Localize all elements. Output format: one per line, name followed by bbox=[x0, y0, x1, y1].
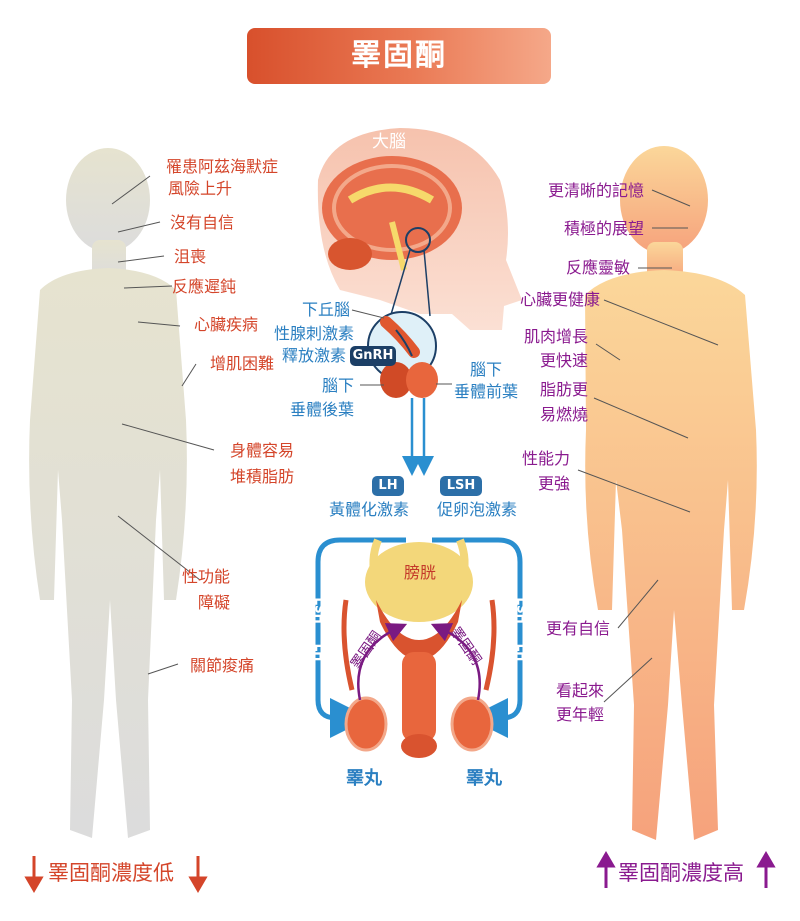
pituitary-to-testes-arrows bbox=[402, 398, 434, 476]
right-effect: 更年輕 bbox=[555, 705, 604, 724]
anterior-pituitary-label: 垂體前葉 bbox=[454, 382, 519, 401]
testis-right-label: 睪丸 bbox=[466, 768, 502, 789]
hypothalamus-label: 下丘腦 bbox=[301, 300, 350, 319]
lh-badge: LH bbox=[372, 476, 404, 496]
right-effect: 看起來 bbox=[555, 681, 604, 700]
right-effect: 更有自信 bbox=[545, 619, 610, 638]
left-leader-lines bbox=[111, 175, 215, 675]
left-effect: 障礙 bbox=[197, 593, 230, 612]
anterior-pituitary-label: 腦下 bbox=[470, 360, 503, 379]
left-effect: 增肌困難 bbox=[209, 354, 274, 373]
left-effect: 關節痠痛 bbox=[189, 656, 254, 675]
low-testosterone-body bbox=[29, 148, 187, 838]
left-effect: 沮喪 bbox=[173, 247, 206, 266]
low-level-caption: 睪固酮濃度低 bbox=[48, 861, 174, 885]
right-effect: 反應靈敏 bbox=[565, 258, 630, 277]
gnrh-badge: GnRH bbox=[350, 346, 396, 366]
low-level-arrows bbox=[24, 856, 208, 893]
left-effect: 沒有自信 bbox=[169, 213, 234, 232]
right-effect: 更強 bbox=[537, 474, 570, 493]
right-effect: 易燃燒 bbox=[539, 405, 588, 424]
title-banner bbox=[247, 28, 551, 84]
brain-label: 大腦 bbox=[372, 132, 406, 152]
right-effect: 肌肉增長 bbox=[523, 327, 588, 346]
left-effect: 堆積脂肪 bbox=[229, 467, 294, 486]
right-effect: 脂肪更 bbox=[539, 380, 588, 399]
right-effect: 更清晰的記憶 bbox=[547, 181, 644, 200]
reproductive-organs bbox=[341, 538, 497, 758]
side-lsh-right: LSH bbox=[514, 597, 529, 624]
left-effect: 反應遲鈍 bbox=[171, 277, 236, 296]
testis-left-label: 睪丸 bbox=[346, 768, 382, 789]
right-leader-lines bbox=[577, 189, 719, 703]
posterior-pituitary-label: 腦下 bbox=[321, 376, 354, 395]
lsh-label: 促卵泡激素 bbox=[436, 500, 517, 519]
high-level-caption: 睪固酮濃度高 bbox=[618, 861, 744, 885]
lsh-badge: LSH bbox=[440, 476, 482, 496]
high-level-arrows bbox=[596, 851, 776, 888]
high-testosterone-body bbox=[585, 146, 757, 840]
lh-label: 黃體化激素 bbox=[328, 500, 409, 519]
left-effect: 風險上升 bbox=[167, 179, 232, 198]
left-effect: 心臟疾病 bbox=[193, 315, 258, 334]
lh-lsh-pathway bbox=[315, 537, 523, 738]
left-effect: 身體容易 bbox=[229, 441, 294, 460]
right-effect: 性能力 bbox=[521, 449, 570, 468]
page-title: 睪固酮 bbox=[351, 38, 447, 73]
gnrh-label: 釋放激素 bbox=[281, 346, 346, 365]
side-lh-right: LH bbox=[514, 643, 529, 662]
left-effect: 性功能 bbox=[181, 567, 230, 586]
right-effect: 更快速 bbox=[539, 351, 588, 370]
gnrh-label: 性腺刺激素 bbox=[273, 324, 354, 343]
side-lh-left: LH bbox=[312, 643, 327, 662]
left-effect: 罹患阿茲海默症 bbox=[165, 157, 278, 176]
side-lsh-left: LSH bbox=[312, 597, 327, 624]
right-effect: 積極的展望 bbox=[563, 219, 644, 238]
head-brain-illustration bbox=[317, 128, 522, 330]
testosterone-arcs bbox=[357, 623, 481, 701]
right-effect: 心臟更健康 bbox=[519, 290, 600, 309]
bladder-label: 膀胱 bbox=[403, 563, 436, 582]
posterior-pituitary-label: 垂體後葉 bbox=[289, 400, 354, 419]
